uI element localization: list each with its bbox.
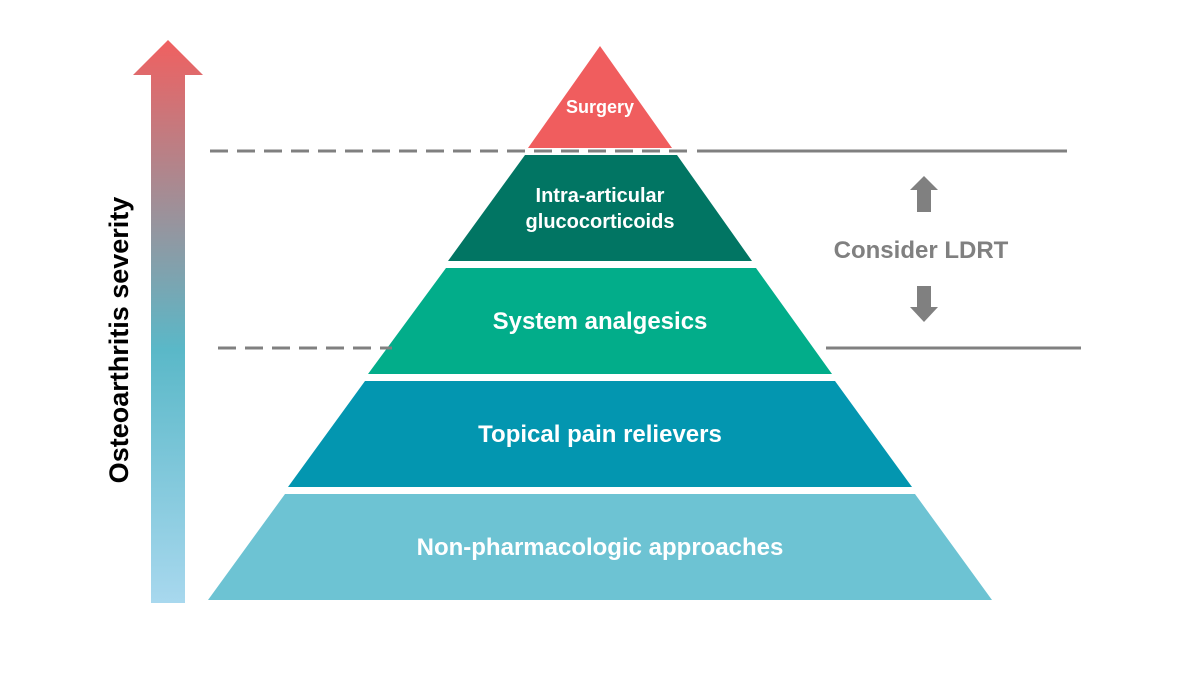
tier-label-topical-pain-relievers: Topical pain relievers xyxy=(478,421,722,448)
severity-arrow-shape xyxy=(133,40,203,603)
tier-intra-articular-glucocorticoids xyxy=(448,155,752,261)
tier-surgery xyxy=(528,46,672,148)
tier-label-intra-articular-line1: Intra-articular xyxy=(536,185,665,207)
tier-label-non-pharmacologic: Non-pharmacologic approaches xyxy=(417,534,784,561)
severity-arrow xyxy=(133,40,203,603)
arrow-up-icon xyxy=(910,176,938,212)
arrow-down-icon xyxy=(910,286,938,322)
tier-label-surgery: Surgery xyxy=(566,97,634,117)
consider-ldrt-label: Consider LDRT xyxy=(834,237,1009,264)
tier-non-pharmacologic-approaches xyxy=(208,494,992,600)
axis-label: Osteoarthritis severity xyxy=(104,197,134,484)
tier-label-system-analgesics: System analgesics xyxy=(493,308,708,335)
tier-topical-pain-relievers xyxy=(288,381,912,487)
tier-system-analgesics xyxy=(368,268,832,374)
tier-label-intra-articular-line2: glucocorticoids xyxy=(526,211,675,233)
